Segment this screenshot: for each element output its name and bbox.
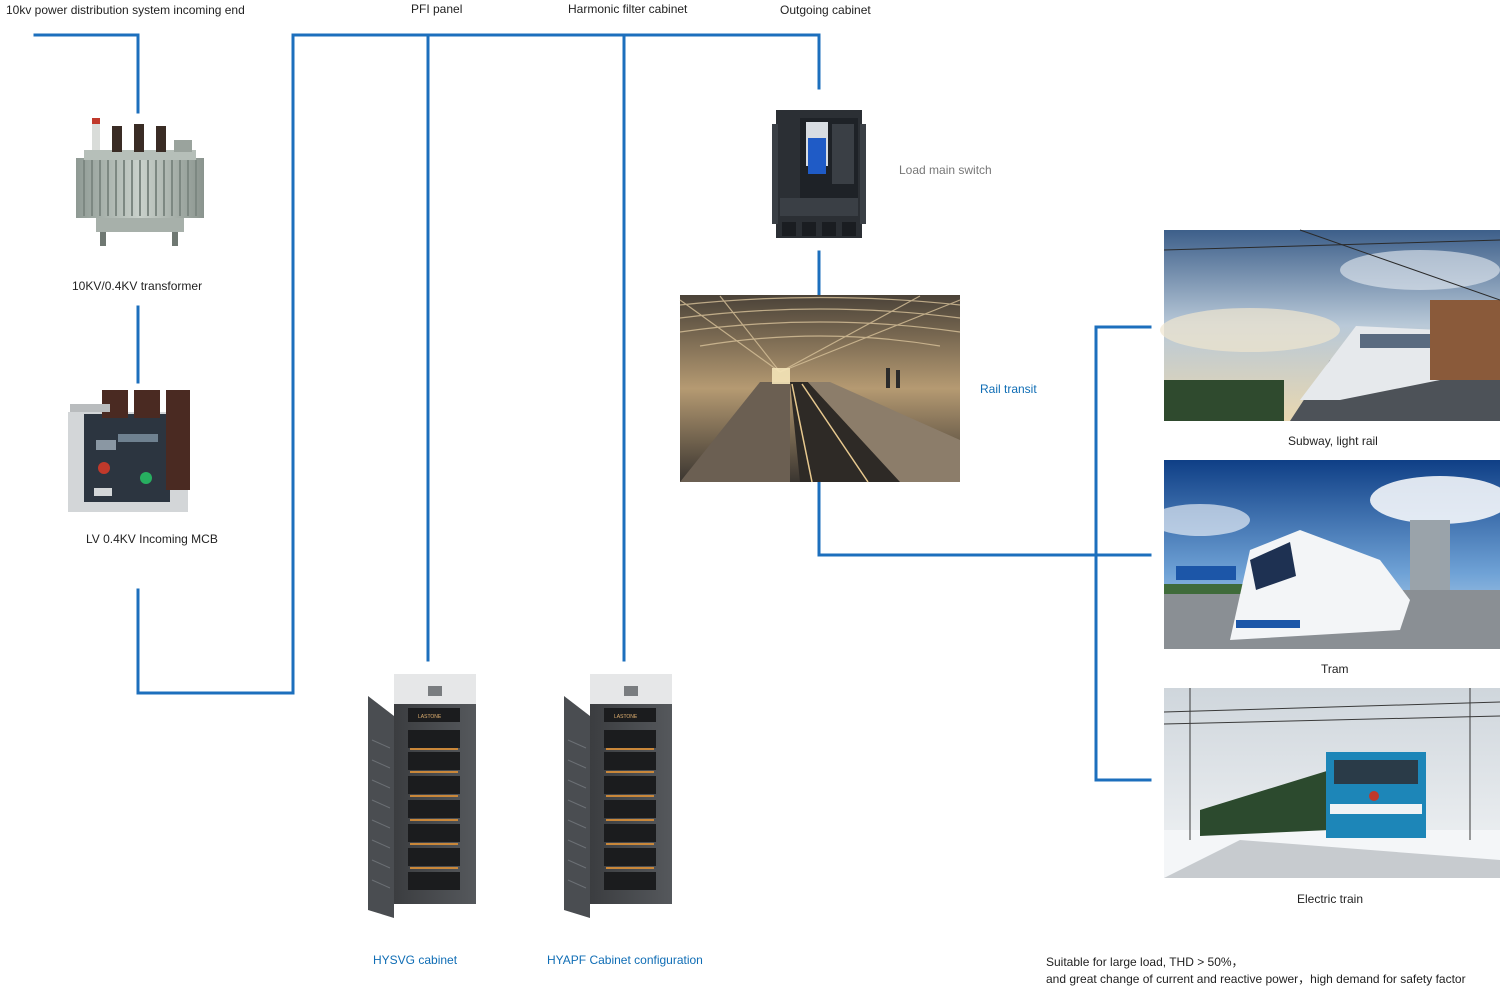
label-transformer: 10KV/0.4KV transformer bbox=[72, 279, 203, 293]
hyapf-brand-mark: LASTONE bbox=[614, 714, 638, 720]
label-subway: Subway, light rail bbox=[1288, 434, 1378, 448]
line-incoming-to-transformer bbox=[33, 33, 140, 114]
electric-train-photo bbox=[1163, 688, 1500, 878]
application-note: Suitable for large load, THD > 50%， and … bbox=[1046, 954, 1500, 988]
label-tram: Tram bbox=[1321, 662, 1349, 676]
label-hysvg-cabinet: HYSVG cabinet bbox=[373, 953, 458, 967]
hysvg-brand-mark: LASTONE bbox=[418, 714, 442, 720]
label-incoming-mcb: LV 0.4KV Incoming MCB bbox=[86, 532, 218, 546]
line-branch bbox=[1094, 325, 1152, 782]
label-rail-transit: Rail transit bbox=[980, 382, 1037, 396]
subway-photo bbox=[1160, 229, 1500, 421]
line-rail-to-trams bbox=[817, 480, 1152, 557]
label-hyapf-cabinet: HYAPF Cabinet configuration bbox=[547, 953, 703, 967]
transformer-image bbox=[76, 118, 204, 246]
hyapf-cabinet-image: LASTONE bbox=[564, 674, 672, 918]
label-electric-train: Electric train bbox=[1297, 892, 1364, 906]
label-outgoing-cabinet: Outgoing cabinet bbox=[780, 3, 871, 17]
application-note-line-2: and great change of current and reactive… bbox=[1046, 972, 1466, 986]
connection-lines bbox=[33, 33, 1152, 782]
rail-transit-photo bbox=[679, 295, 961, 483]
label-harmonic-filter-cabinet: Harmonic filter cabinet bbox=[568, 2, 688, 16]
hysvg-cabinet-image: LASTONE bbox=[368, 674, 476, 918]
tram-photo bbox=[1150, 460, 1500, 649]
label-load-main-switch: Load main switch bbox=[899, 163, 992, 177]
incoming-mcb-image bbox=[68, 390, 190, 512]
line-mcb-to-busbar bbox=[136, 33, 821, 695]
label-incoming-end: 10kv power distribution system incoming … bbox=[6, 3, 245, 17]
label-pfi-panel: PFI panel bbox=[411, 2, 463, 16]
application-note-line-1: Suitable for large load, THD > 50%， bbox=[1046, 955, 1244, 969]
load-main-switch-image bbox=[772, 110, 866, 238]
